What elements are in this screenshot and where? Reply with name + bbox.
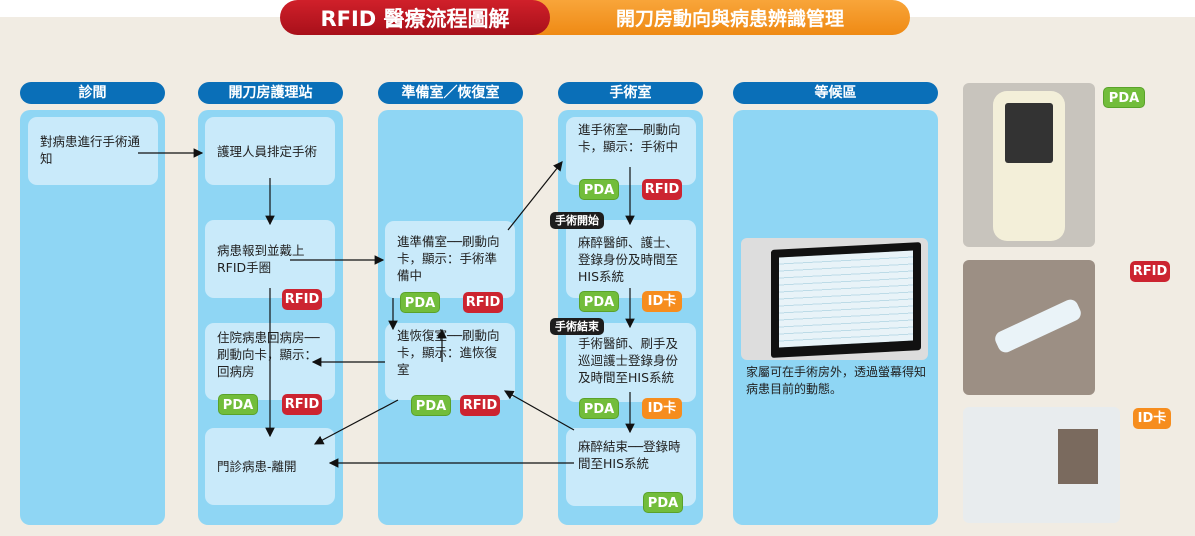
column-header-prep-recovery: 準備室／恢復室 [378,82,523,104]
step-or-enter: 進手術室──刷動向卡，顯示：手術中 [566,117,696,185]
pda-tag: PDA [579,179,619,200]
pda-device-photo [963,83,1095,247]
id-card-photo [963,407,1120,523]
waiting-monitor-photo [741,238,928,360]
pda-tag: PDA [643,492,683,513]
column-header-waiting: 等候區 [733,82,938,104]
pda-photo-tag: PDA [1103,87,1145,108]
pda-tag: PDA [579,398,619,419]
rfid-photo-tag: RFID [1130,261,1170,282]
column-header-clinic: 診間 [20,82,165,104]
id-card-tag: ID卡 [642,398,682,419]
step-checkin: 病患報到並戴上RFID手圈 [205,220,335,298]
step-outpatient-leave: 門診病患-離開 [205,428,335,505]
waiting-note: 家屬可在手術房外，透過螢幕得知病患目前的動態。 [746,365,927,396]
column-header-nurse-station: 開刀房護理站 [198,82,343,104]
step-anesth-login: 麻醉醫師、護士、登錄身份及時間至HIS系統 [566,220,696,298]
step-clinic-notify: 對病患進行手術通知 [28,117,158,185]
id-card-tag: ID卡 [642,291,682,312]
pda-tag: PDA [579,291,619,312]
rfid-tag: RFID [460,395,500,416]
rfid-tag: RFID [282,289,322,310]
pda-tag: PDA [411,395,451,416]
rfid-tag: RFID [463,292,503,313]
surgery-start-label: 手術開始 [550,212,604,229]
rfid-wristband-photo [963,260,1095,395]
pda-tag: PDA [400,292,440,313]
column-prep-recovery [378,110,523,525]
rfid-tag: RFID [282,394,322,415]
step-recovery-enter: 進恢復室──刷動向卡，顯示：進恢復室 [385,323,515,400]
subtitle-banner: 開刀房動向與病患辨識管理 [520,0,910,35]
surgery-end-label: 手術結束 [550,318,604,335]
step-prep-enter: 進準備室──刷動向卡，顯示：手術準備中 [385,221,515,298]
column-header-operating-room: 手術室 [558,82,703,104]
id-card-photo-tag: ID卡 [1133,408,1171,429]
pda-tag: PDA [218,394,258,415]
title-banner: RFID 醫療流程圖解 [280,0,550,35]
rfid-tag: RFID [642,179,682,200]
step-surgeon-login: 手術醫師、刷手及巡迴護士登錄身份及時間至HIS系統 [566,323,696,402]
step-schedule: 護理人員排定手術 [205,117,335,185]
